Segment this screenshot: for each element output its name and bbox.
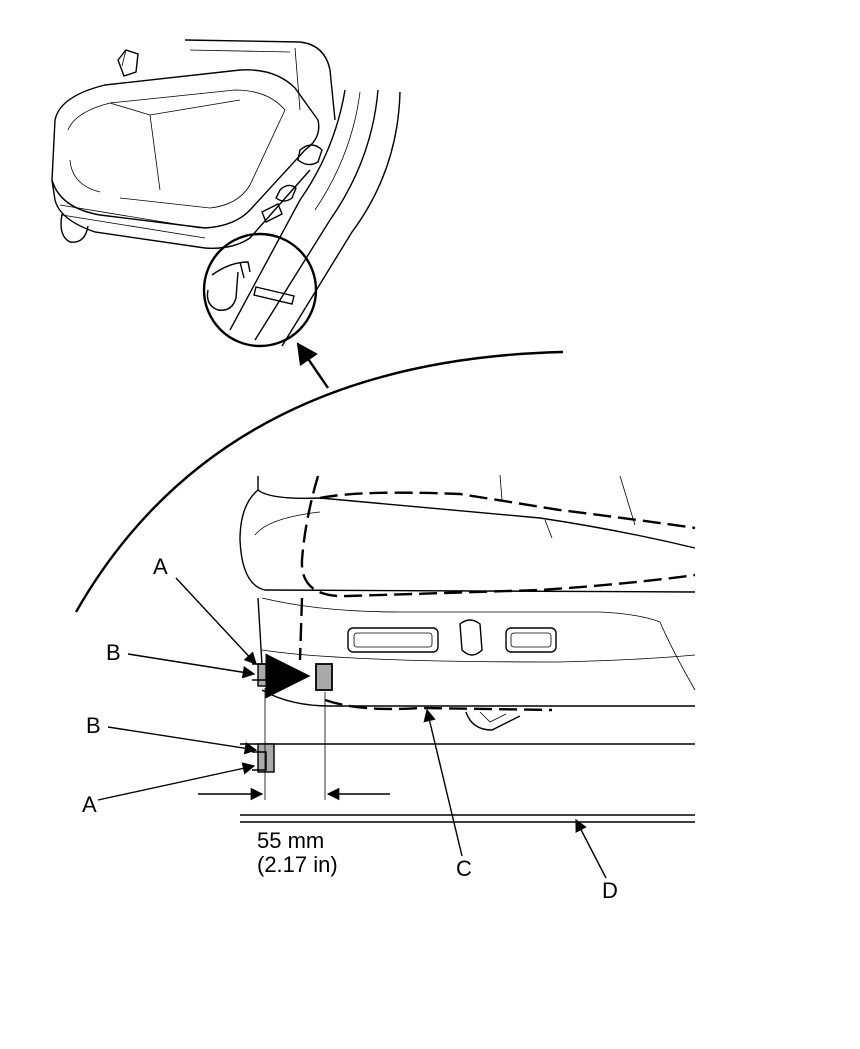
position-markers (252, 653, 333, 773)
seat-overview-illustration (51, 39, 401, 389)
zoom-arc (74, 350, 564, 613)
seat-side-detail (239, 474, 696, 823)
label-d: D (602, 878, 618, 903)
label-b-top: B (106, 640, 121, 665)
label-a-top: A (153, 554, 168, 579)
label-c: C (456, 856, 472, 881)
dimension-55mm (198, 688, 390, 801)
dimension-imperial-text: (2.17 in) (257, 852, 338, 877)
label-a-bottom: A (82, 792, 97, 817)
leader-lines (97, 577, 607, 879)
label-b-bottom: B (86, 713, 101, 738)
dimension-metric-text: 55 mm (257, 828, 324, 853)
